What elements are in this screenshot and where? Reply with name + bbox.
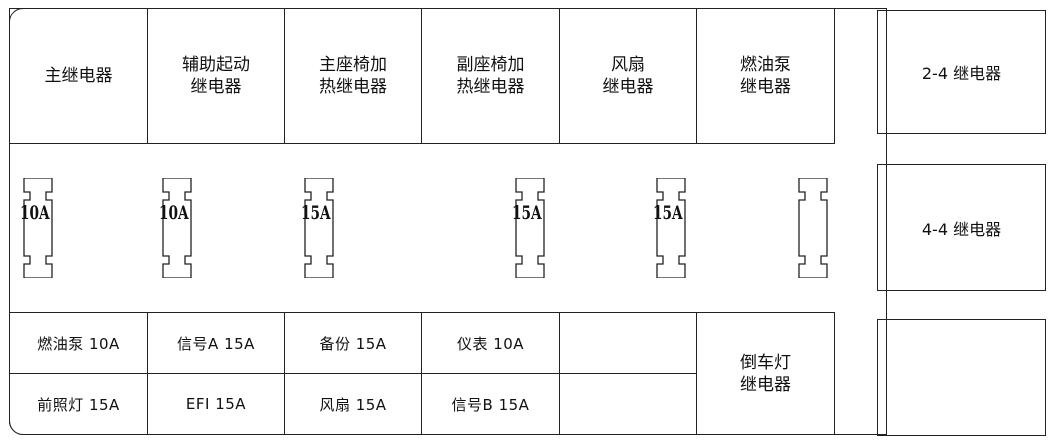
fuse-slot-meter: 仪表 10A [421, 312, 560, 374]
fuse-1-shape [23, 178, 53, 278]
relay-main-seat-heater: 主座椅加 热继电器 [284, 8, 422, 144]
fuse-1-rating: 10A [20, 202, 50, 224]
relay-4-4: 4-4 继电器 [877, 164, 1046, 291]
fuse-3: 15A [299, 178, 339, 278]
relay-auxiliary-start: 辅助起动 继电器 [147, 8, 285, 144]
fuse-2-rating: 10A [159, 202, 189, 224]
fuse-5-shape [656, 178, 686, 278]
fuse-3-shape [304, 178, 334, 278]
fuse-slot-signal-a: 信号A 15A [147, 312, 285, 374]
fuse-5: 15A [651, 178, 691, 278]
fuse-2: 10A [157, 178, 197, 278]
fuse-slot-empty-1 [559, 312, 697, 374]
relay-2-4: 2-4 继电器 [877, 10, 1046, 134]
fuse-4: 15A [510, 178, 550, 278]
fuse-4-rating: 15A [512, 202, 542, 224]
fuse-4-shape [515, 178, 545, 278]
fuse-slot-fuel-pump: 燃油泵 10A [9, 312, 148, 374]
relay-passenger-seat-heater: 副座椅加 热继电器 [421, 8, 560, 144]
fuse-5-rating: 15A [653, 202, 683, 224]
fuse-1: 10A [18, 178, 58, 278]
fuse-6-empty [793, 178, 833, 278]
fuse-slot-headlamp: 前照灯 15A [9, 373, 148, 435]
fuse-slot-backup: 备份 15A [284, 312, 422, 374]
fuse-slot-signal-b: 信号B 15A [421, 373, 560, 435]
fuse-slot-empty-2 [559, 373, 697, 435]
fuse-slot-fan: 风扇 15A [284, 373, 422, 435]
relay-reverse-lamp: 倒车灯 继电器 [696, 312, 835, 435]
relay-fuel-pump: 燃油泵 继电器 [696, 8, 835, 144]
relay-empty [877, 319, 1046, 436]
fuse-3-rating: 15A [301, 202, 331, 224]
fuse-2-shape [162, 178, 192, 278]
fuse-slot-efi: EFI 15A [147, 373, 285, 435]
relay-main: 主继电器 [9, 8, 148, 144]
relay-fan: 风扇 继电器 [559, 8, 697, 144]
fuse-6-shape [798, 178, 828, 278]
